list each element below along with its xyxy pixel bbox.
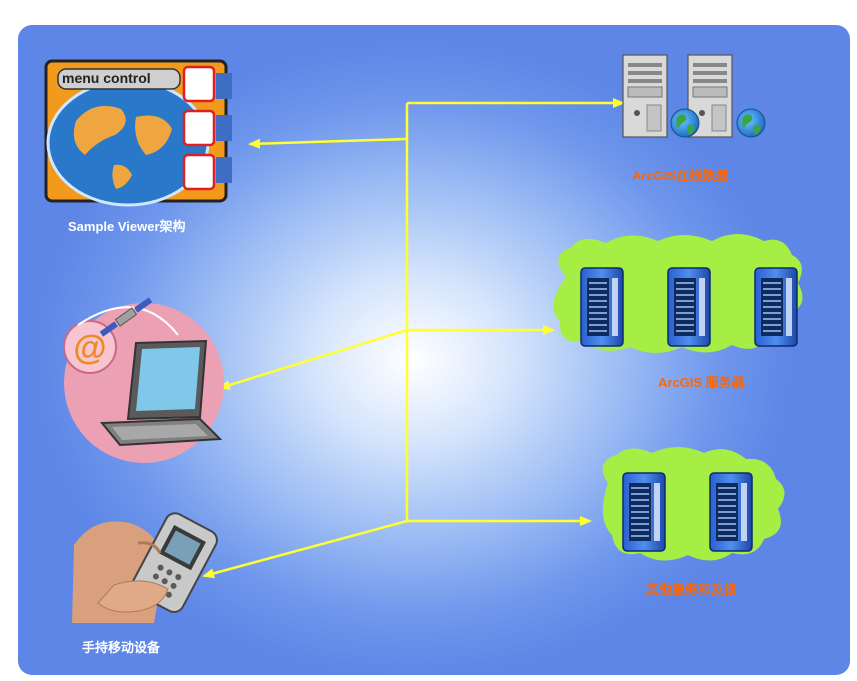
arcgis-server-caption: ArcGIS 服务器 (658, 375, 745, 390)
server-globe-icon (622, 54, 766, 138)
other-services-rack-icon (602, 447, 785, 561)
server-rack-icon (553, 234, 803, 353)
handheld-phone-icon (72, 512, 218, 623)
connector-lines (202, 98, 625, 579)
online-data-caption: ArcGIS在线数据 (632, 168, 729, 183)
sample-viewer-caption: Sample Viewer架构 (68, 219, 186, 234)
other-services-caption: 其他服务和反馈 (646, 582, 738, 597)
menu-control-label: menu control (62, 70, 151, 86)
diagram-canvas: @ menu control Sample Viewer架构 ArcGIS在线数… (18, 25, 850, 675)
svg-text:@: @ (73, 329, 106, 367)
diagram-graphics: @ (44, 54, 803, 623)
laptop-satellite-icon: @ (63, 297, 224, 463)
sample-viewer-icon (44, 59, 232, 207)
mobile-caption: 手持移动设备 (82, 640, 161, 655)
